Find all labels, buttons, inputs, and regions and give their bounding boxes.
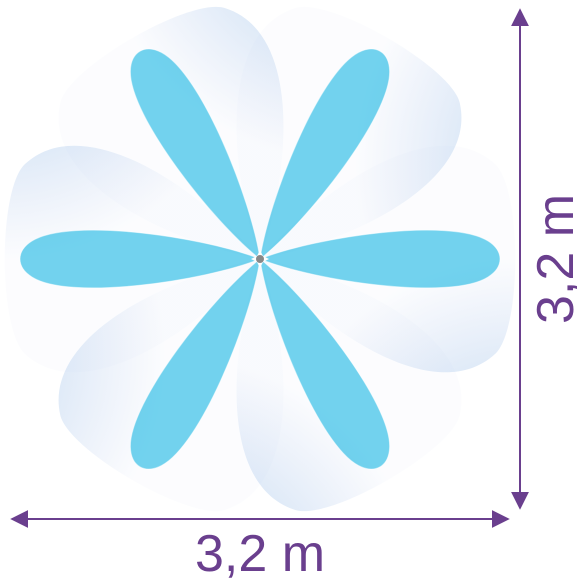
coverage-petals bbox=[19, 48, 501, 470]
emitter-dot bbox=[256, 255, 264, 263]
emitter-center bbox=[251, 250, 269, 268]
width-dimension-label: 3,2 m bbox=[195, 525, 325, 579]
height-dimension-label: 3,2 m bbox=[527, 194, 577, 324]
coverage-petal bbox=[19, 229, 262, 289]
coverage-petal bbox=[129, 257, 261, 470]
coverage-petal bbox=[259, 257, 391, 470]
coverage-petal bbox=[259, 48, 391, 261]
coverage-petal bbox=[129, 48, 261, 261]
coverage-petal bbox=[258, 229, 501, 289]
